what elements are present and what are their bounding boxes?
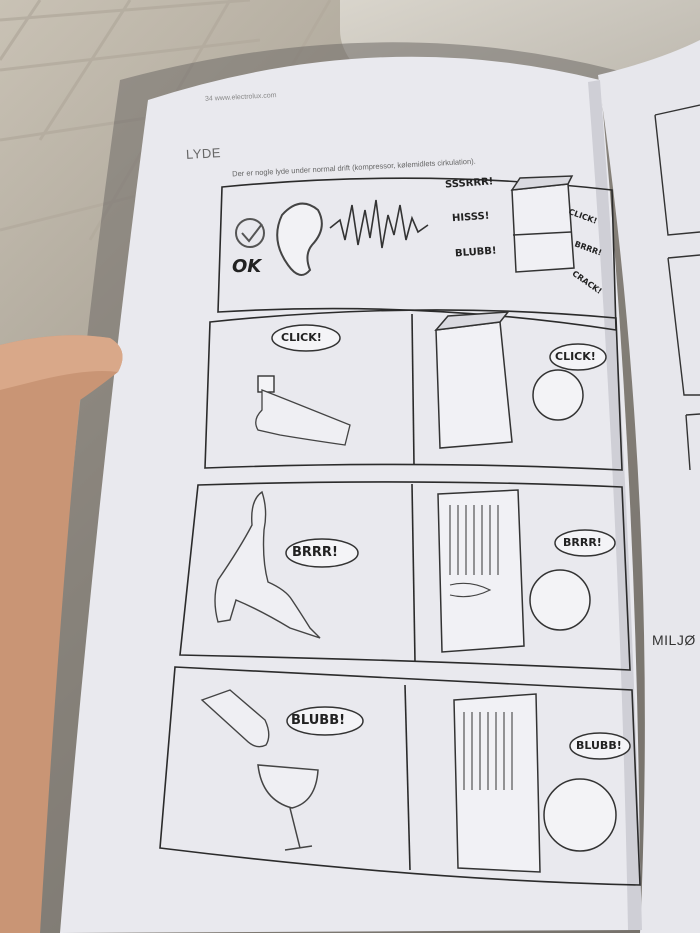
cat-icon [214,490,321,639]
condenser-coils [449,505,499,598]
right-page [598,40,700,933]
fridge-icon [510,175,575,273]
holding-hand [0,335,123,933]
right-page-frames [654,104,700,471]
bottle-icon [200,689,270,748]
sound-wave-icon [329,199,429,249]
check-icon [235,218,265,248]
ok-label: OK [232,256,262,277]
wine-glass-icon [257,764,319,851]
condenser-coils [463,712,513,790]
panel-blubb-left-text: BLUBB! [291,713,346,728]
hand-icon [255,389,351,446]
pipe-zoom [543,778,617,852]
panel-brrr-left-text: BRRR! [292,545,338,560]
panel-brrr [179,481,631,671]
thermostat-zoom [532,369,584,421]
page-number: 34 [204,95,214,103]
compressor-icon [529,569,591,631]
panel-blubb [159,666,641,886]
blubb-bubble-left [286,706,364,736]
panel-click-left-text: CLICK! [281,331,322,344]
panel-blubb-right-text: BLUBB! [576,739,622,752]
fridge-icon [434,311,513,449]
brrr-bubble-right [554,529,616,557]
light-switch-icon [257,375,275,393]
fridge-back-icon [453,693,541,873]
section-title: LYDE [185,145,222,162]
brrr-bubble-left [285,538,359,568]
click-bubble-right [549,343,607,371]
blubb-bubble-right [569,732,631,760]
next-page-heading: MILJØ [652,632,696,648]
panel-click-right-text: CLICK! [555,350,596,363]
panel-click [204,309,623,471]
panel-brrr-right-text: BRRR! [563,536,602,549]
ear-icon [276,202,323,276]
click-bubble-left [271,324,341,352]
fridge-back-icon [437,489,525,653]
